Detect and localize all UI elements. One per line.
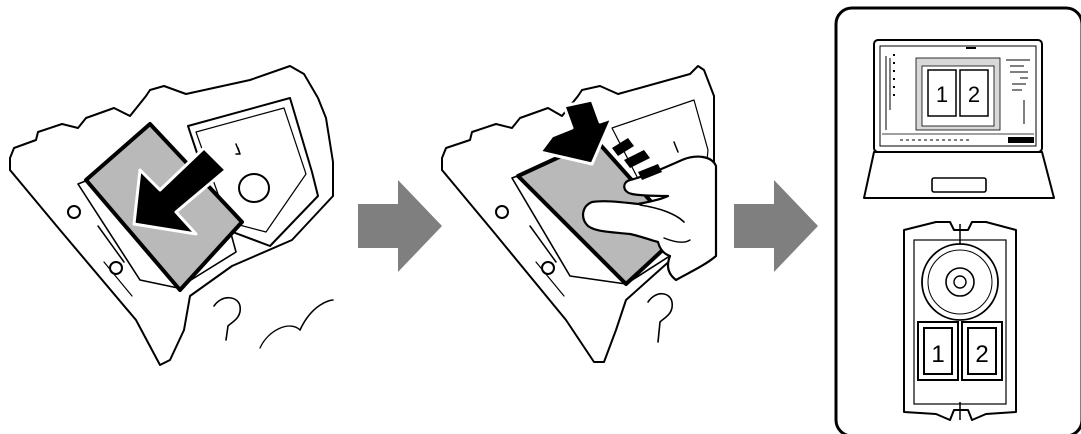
tray-label-1: 1 — [931, 341, 944, 368]
flow-arrow-1 — [358, 180, 442, 272]
laptop: 1 2 — [864, 40, 1054, 198]
flow-arrow-2 — [734, 180, 818, 272]
tray-label-2: 2 — [975, 341, 988, 368]
screen-label-1: 1 — [936, 82, 948, 107]
step-2-press-card — [442, 66, 716, 362]
screen-label-2: 2 — [968, 82, 980, 107]
step-1-insert-card — [10, 66, 333, 365]
step-3-print-panel: 1 2 — [836, 8, 1081, 434]
print-tray: 1 2 — [904, 222, 1016, 420]
